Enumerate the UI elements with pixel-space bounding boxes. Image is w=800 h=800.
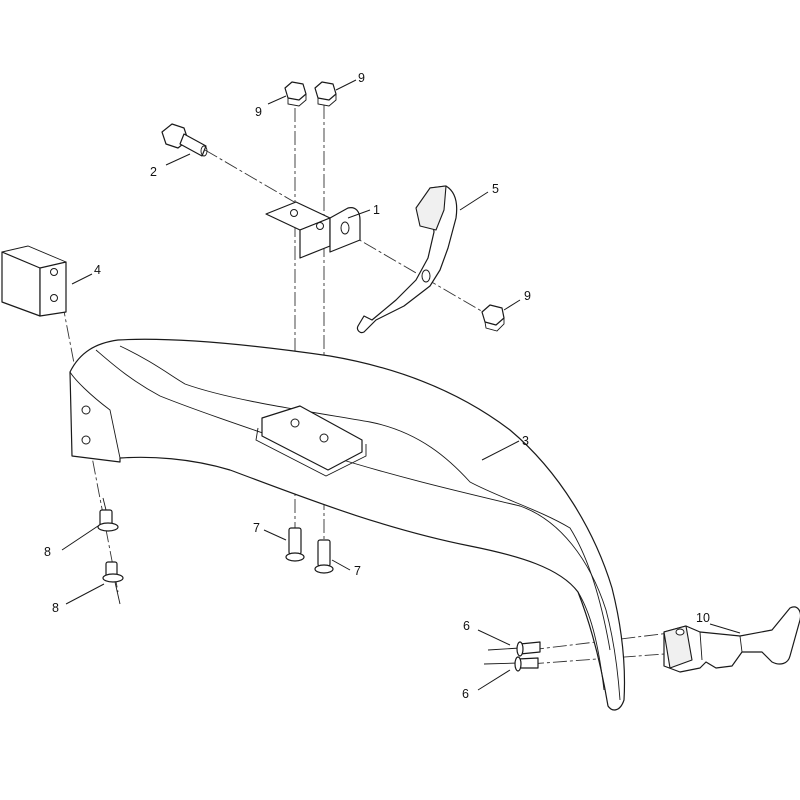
bolt-tip: [200, 145, 208, 157]
lock-nut-front: [481, 304, 505, 332]
shield-outer-outline: [69, 338, 626, 711]
lock-nut-left: [284, 81, 307, 107]
callout-8-upper: 8: [44, 545, 51, 559]
pop-rivet-lower-flange: [514, 656, 522, 672]
callout-7-left: 7: [253, 521, 260, 535]
callout-8-lower: 8: [52, 601, 59, 615]
shield-side-fold: [69, 371, 121, 459]
callout-7-right: 7: [354, 564, 361, 578]
callout-9-right: 9: [358, 71, 365, 85]
callout-6-lower: 6: [462, 687, 469, 701]
deflector-shield: [69, 338, 626, 711]
rivet-vertical-right: [314, 539, 334, 574]
leader-9b: [335, 79, 357, 91]
bracket-hole-right: [316, 222, 324, 230]
leader-1: [347, 209, 371, 219]
pop-rivet-lower: [483, 656, 539, 672]
corner-plate-face-right: [39, 261, 67, 317]
corner-plate-hole-lower: [50, 294, 58, 302]
corner-plate: [1, 245, 67, 317]
callout-3: 3: [522, 434, 529, 448]
lock-nut-right: [314, 81, 337, 107]
nut-left-hex: [284, 81, 307, 101]
pop-rivet-lower-mandrel: [483, 662, 519, 665]
latch-hook-grip: [415, 185, 447, 231]
leader-5: [459, 191, 489, 211]
latch-hook-pivot-hole: [421, 269, 431, 283]
leader-lines: [61, 79, 741, 691]
leader-9a: [267, 95, 287, 105]
callout-10: 10: [696, 611, 710, 625]
bracket-hole-left: [290, 209, 298, 217]
shield-lip: [577, 591, 605, 691]
axis-rivet-vertical: [57, 279, 119, 593]
side-rivet-lower-mandrel: [114, 581, 121, 605]
leader-6a: [477, 629, 511, 646]
corner-plate-face-left: [1, 251, 41, 317]
nut-right-hex: [314, 81, 337, 101]
pad-hole-right: [319, 433, 329, 443]
shield-inner-ridge: [95, 349, 621, 701]
callout-4: 4: [94, 263, 101, 277]
latch-hook-body: [356, 185, 458, 334]
nut-front-side: [484, 318, 505, 332]
rubber-latch-hole: [675, 628, 685, 636]
leader-10: [709, 623, 741, 634]
nut-right-side: [317, 94, 337, 107]
shield-mounting-pad-base: [255, 427, 367, 477]
leader-7a: [263, 529, 287, 541]
corner-plate-top-edge: [1, 245, 67, 263]
bolt: [161, 123, 208, 157]
side-rivet-upper-flange: [97, 522, 119, 532]
side-rivet-upper-mandrel: [102, 497, 107, 511]
side-rivet-lower: [102, 561, 124, 605]
rivet-right-head: [314, 564, 334, 574]
rubber-latch-body: [663, 606, 800, 673]
callout-2: 2: [150, 165, 157, 179]
leader-8a: [61, 525, 99, 551]
nut-left-side: [287, 94, 307, 107]
bracket-tab-hole: [340, 221, 350, 235]
pop-rivet-upper: [487, 641, 541, 657]
leader-6b: [477, 669, 511, 691]
callout-6-upper: 6: [463, 619, 470, 633]
rubber-latch-grooves: [699, 631, 743, 661]
bolt-shank: [179, 133, 207, 157]
rivet-vertical-left: [285, 527, 305, 562]
mounting-bracket: [265, 201, 361, 259]
latch-hook: [356, 185, 458, 334]
leader-3: [481, 440, 520, 461]
shield-hole-lower: [81, 435, 91, 445]
rivet-left-shank: [288, 527, 302, 555]
rubber-latch: [663, 606, 800, 673]
pad-hole-left: [290, 418, 300, 428]
callout-9-left: 9: [255, 105, 262, 119]
callout-labels: 1 2 3 4 5 6 6 7 7 8 8 9 9 9 10: [44, 71, 710, 701]
leader-7b: [331, 559, 351, 571]
leader-4: [71, 273, 93, 285]
leader-9c: [503, 299, 521, 311]
callout-1: 1: [373, 203, 380, 217]
callout-9-front: 9: [524, 289, 531, 303]
shield-top-ridge: [119, 345, 611, 651]
leader-8b: [65, 583, 105, 605]
callout-5: 5: [492, 182, 499, 196]
pop-rivet-upper-mandrel: [487, 647, 521, 651]
pop-rivet-upper-flange: [516, 641, 524, 657]
shield-hole-upper: [81, 405, 91, 415]
rivet-right-shank: [317, 539, 331, 567]
shield-mounting-pad: [261, 405, 363, 471]
rivet-left-head: [285, 552, 305, 562]
side-rivet-lower-flange: [102, 573, 124, 583]
leader-2: [165, 153, 191, 166]
rubber-latch-mount-block: [663, 625, 693, 669]
corner-plate-hole-upper: [50, 268, 58, 276]
side-rivet-upper: [97, 497, 119, 532]
